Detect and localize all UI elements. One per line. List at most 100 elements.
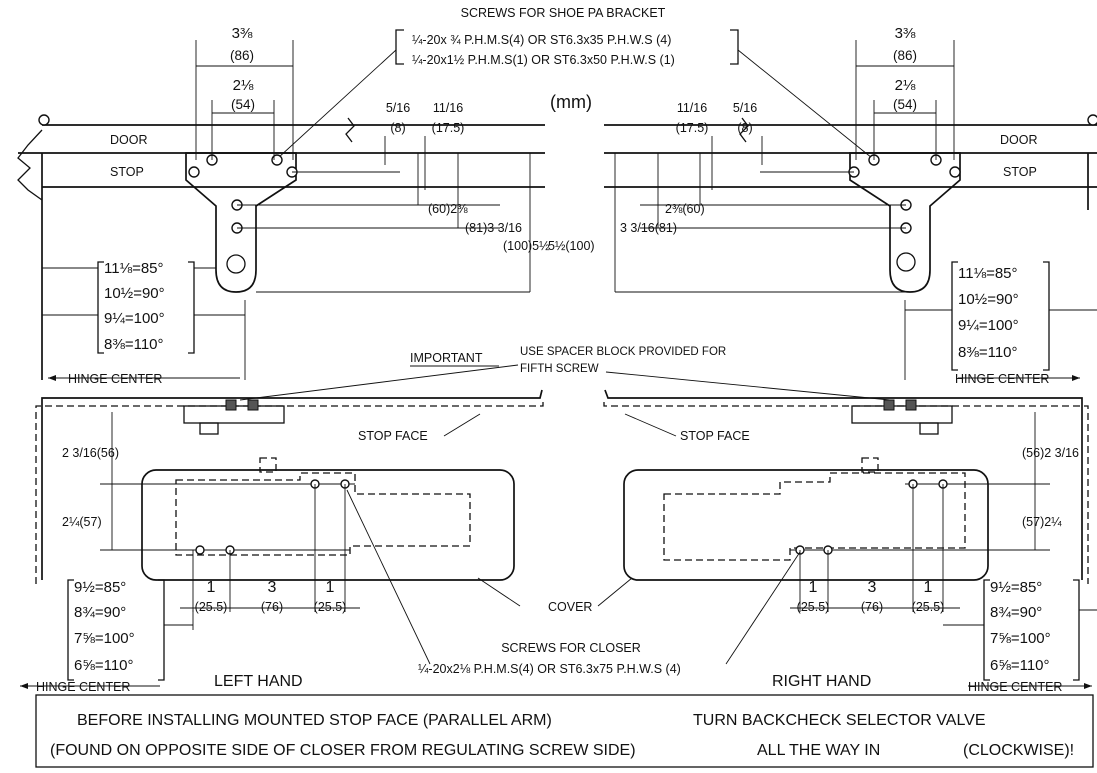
angle-85: 11⅛=85° xyxy=(104,260,164,277)
footer-note: BEFORE INSTALLING MOUNTED STOP FACE (PAR… xyxy=(35,694,1094,768)
shoe-bracket-right xyxy=(849,152,961,293)
stop-face-label: STOP FACE xyxy=(358,429,428,443)
hinge-center-label-right: HINGE CENTER xyxy=(955,372,1049,386)
dim-54-mm-right: (54) xyxy=(893,97,917,112)
top-left-view: DOOR STOP 3⅜ (86) 2⅛ (54) 5/16 (8) 11/16… xyxy=(17,25,550,386)
hinge-center-label-br: HINGE CENTER xyxy=(968,680,1062,694)
angle-b-100-right: 7⅝=100° xyxy=(990,630,1051,647)
screw-icon xyxy=(949,166,961,178)
dim-86-inch: 3⅜ xyxy=(232,25,253,42)
spacing-1: 1 xyxy=(207,579,216,596)
spacer-note-line-2: FIFTH SCREW xyxy=(520,363,599,375)
spacing-1b-mm-right: (25.5) xyxy=(912,600,945,614)
angle-90-right: 10½=90° xyxy=(958,291,1019,308)
dim-8-mm: (8) xyxy=(390,121,405,135)
angle-b-85: 9½=85° xyxy=(74,579,126,596)
dim-54-inch-right: 2⅛ xyxy=(895,77,916,94)
dim-57-right: (57)2¼ xyxy=(1022,515,1062,529)
right-hand-label: RIGHT HAND xyxy=(772,673,871,690)
dim-17-mm: (17.5) xyxy=(432,121,465,135)
hinge-pin-icon xyxy=(38,114,50,126)
closer-body-outline-right xyxy=(663,472,966,561)
footer-line-2a: (FOUND ON OPPOSITE SIDE OF CLOSER FROM R… xyxy=(50,742,636,759)
footer-line-1a: BEFORE INSTALLING MOUNTED STOP FACE (PAR… xyxy=(77,712,552,729)
spacer-block-icon xyxy=(905,399,917,411)
angle-table-top-right: 11⅛=85° 10½=90° 9¼=100° 8⅜=110° xyxy=(904,261,1097,380)
closer-cover-right xyxy=(623,469,989,581)
spacer-block-icon xyxy=(247,399,259,411)
angle-85-right: 11⅛=85° xyxy=(958,265,1018,282)
spacing-1b-mm: (25.5) xyxy=(314,600,347,614)
closer-cover xyxy=(141,469,515,581)
angle-b-85-right: 9½=85° xyxy=(990,579,1042,596)
shoe-bracket xyxy=(185,152,297,293)
angle-b-110: 6⅝=110° xyxy=(74,657,134,674)
door-label: DOOR xyxy=(110,133,148,147)
angle-table-bottom-right: 9½=85° 8¾=90° 7⅝=100° 6⅝=110° xyxy=(943,579,1097,681)
bracket-hole-icon xyxy=(226,254,246,274)
bottom-left-view: 2 3/16(56) 2¼(57) 1 (25.5) 3 (76) 1 (25.… xyxy=(20,412,515,694)
stop-face-label-right: STOP FACE xyxy=(680,429,750,443)
closer-screws-spec: ¼-20x2⅛ P.H.M.S(4) OR ST6.3x75 P.H.W.S (… xyxy=(418,662,681,676)
bottom-right-view: (56)2 3/16 (57)2¼ 1 (25.5) 3 (76) 1 (25.… xyxy=(623,412,1097,694)
angle-110-right: 8⅜=110° xyxy=(958,344,1018,361)
unit-label: (mm) xyxy=(550,92,592,112)
screw-icon xyxy=(188,166,200,178)
dim-8-mm-right: (8) xyxy=(737,121,752,135)
dim-81-right: 3 3/16(81) xyxy=(620,221,677,235)
dim-54-mm: (54) xyxy=(231,97,255,112)
dim-8-inch: 5/16 xyxy=(386,101,410,115)
hinge-center-label-bl: HINGE CENTER xyxy=(36,680,130,694)
angle-110: 8⅜=110° xyxy=(104,336,164,353)
dim-100: (100)5½ xyxy=(503,239,550,253)
spacing-3-right: 3 xyxy=(868,579,877,596)
angle-100: 9¼=100° xyxy=(104,310,165,327)
spacing-1-mm: (25.5) xyxy=(195,600,228,614)
dim-54-inch: 2⅛ xyxy=(233,77,254,94)
dim-17-mm-right: (17.5) xyxy=(676,121,709,135)
spacing-1-mm-right: (25.5) xyxy=(797,600,830,614)
spacer-block-icon xyxy=(225,399,237,411)
dim-8-inch-right: 5/16 xyxy=(733,101,757,115)
dim-86-mm-right: (86) xyxy=(893,48,917,63)
shoe-screws-line-1: ¼-20x ¾ P.H.M.S(4) OR ST6.3x35 P.H.W.S (… xyxy=(412,33,671,47)
door-label-right: DOOR xyxy=(1000,133,1038,147)
screw-icon xyxy=(271,154,283,166)
spacer-note-line-1: USE SPACER BLOCK PROVIDED FOR xyxy=(520,346,726,358)
dim-86-inch-right: 3⅜ xyxy=(895,25,916,42)
shoe-bracket-screws-callout: SCREWS FOR SHOE PA BRACKET ¼-20x ¾ P.H.M… xyxy=(277,6,873,159)
footer-line-1b: TURN BACKCHECK SELECTOR VALVE xyxy=(693,712,986,729)
dim-17-inch-right: 11/16 xyxy=(677,101,707,115)
leader-line xyxy=(277,49,397,159)
cover-label: COVER xyxy=(548,600,592,614)
stop-label: STOP xyxy=(110,165,144,179)
important-label: IMPORTANT xyxy=(410,351,483,365)
angle-b-90-right: 8¾=90° xyxy=(990,604,1042,621)
bracket-hole-icon xyxy=(896,252,916,272)
angle-100-right: 9¼=100° xyxy=(958,317,1019,334)
dim-56: 2 3/16(56) xyxy=(62,446,119,460)
left-bracket xyxy=(395,29,404,65)
footer-box xyxy=(35,694,1094,768)
angle-b-90: 8¾=90° xyxy=(74,604,126,621)
leader-line xyxy=(737,49,873,159)
dim-60: (60)2⅜ xyxy=(428,202,468,216)
shoe-screws-title: SCREWS FOR SHOE PA BRACKET xyxy=(461,6,666,20)
dim-100-right: 5½(100) xyxy=(548,239,595,253)
closer-body-outline xyxy=(175,472,471,556)
dim-17-inch: 11/16 xyxy=(433,101,463,115)
top-right-view: DOOR STOP 3⅜ (86) 2⅛ (54) 11/16 (17.5) 5… xyxy=(548,25,1097,386)
spacing-3-mm: (76) xyxy=(261,600,283,614)
dim-56-right: (56)2 3/16 xyxy=(1022,446,1079,460)
dim-86-mm: (86) xyxy=(230,48,254,63)
screw-icon xyxy=(195,545,205,555)
angle-table-bottom-left: 9½=85° 8¾=90° 7⅝=100° 6⅝=110° xyxy=(67,579,194,681)
spacing-1-right: 1 xyxy=(809,579,818,596)
angle-b-110-right: 6⅝=110° xyxy=(990,657,1050,674)
spacer-block-icon xyxy=(883,399,895,411)
dim-81: (81)3 3/16 xyxy=(465,221,522,235)
closer-screws-title: SCREWS FOR CLOSER xyxy=(501,641,641,655)
spacing-3: 3 xyxy=(268,579,277,596)
